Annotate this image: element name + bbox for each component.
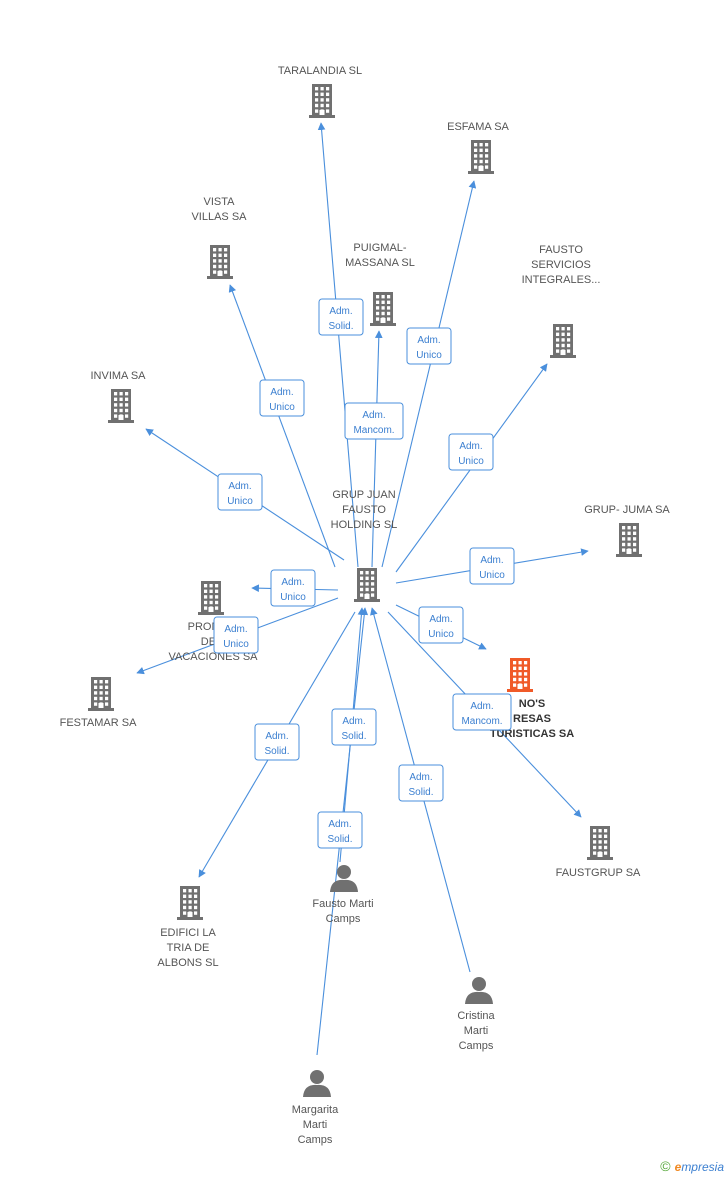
brand-name: mpresia (681, 1160, 724, 1174)
relation-edge-n0-n1 (317, 122, 359, 568)
node-label: INVIMA SA (90, 370, 146, 382)
relation-label-box[interactable]: Adm.Solid. (318, 298, 364, 336)
relation-label-text: Adm.Unico (416, 335, 442, 361)
relation-label-text: Adm.Unico (458, 441, 484, 467)
person-icon (330, 865, 358, 892)
relation-label-box[interactable]: Adm.Mancom. (452, 693, 512, 731)
relation-label-text: Adm.Solid. (264, 731, 289, 757)
relation-label-box[interactable]: Adm.Solid. (317, 811, 363, 849)
relation-edge-n0-n4 (371, 330, 383, 568)
relation-label-text: Adm.Solid. (408, 772, 433, 798)
building-icon (370, 292, 396, 326)
building-icon (309, 84, 335, 118)
relation-label-text: Adm.Solid. (327, 819, 352, 845)
brand-initial: e (674, 1160, 682, 1174)
node-company[interactable]: TARALANDIA SL (278, 65, 362, 118)
building-icon (587, 826, 613, 860)
node-label: TARALANDIA SL (278, 65, 362, 77)
relation-label-box[interactable]: Adm.Unico (469, 547, 515, 585)
relation-label-box[interactable]: Adm.Solid. (398, 764, 444, 802)
relation-label-text: Adm.Unico (227, 481, 253, 507)
relation-label-text: Adm.Mancom. (353, 410, 394, 436)
relation-label-text: Adm.Unico (428, 614, 454, 640)
building-icon (207, 245, 233, 279)
building-icon (550, 324, 576, 358)
relation-label-box[interactable]: Adm.Solid. (331, 708, 377, 746)
node-company[interactable]: ESFAMA SA (447, 121, 510, 174)
relation-edge-n0-n3 (228, 284, 336, 568)
relation-label-box[interactable]: Adm.Unico (259, 379, 305, 417)
building-icon (616, 523, 642, 557)
relation-label-text: Adm.Unico (479, 555, 505, 581)
person-icon (303, 1070, 331, 1097)
relation-label-text: Adm.Unico (223, 624, 249, 650)
node-company[interactable]: INVIMA SA (90, 370, 146, 423)
relation-labels: Adm.Solid.Adm.UnicoAdm.UnicoAdm.Mancom.A… (213, 298, 515, 849)
node-label: FAUSTGRUP SA (556, 867, 641, 879)
building-icon (507, 658, 533, 692)
relation-label-text: Adm.Unico (280, 577, 306, 603)
node-label: PUIGMAL-MASSANA SL (345, 242, 415, 269)
building-icon (108, 389, 134, 423)
relation-label-box[interactable]: Adm.Unico (406, 327, 452, 365)
empresia-watermark[interactable]: ©empresia (660, 1158, 724, 1174)
node-company[interactable]: FESTAMAR SA (60, 677, 137, 729)
relation-label-text: Adm.Unico (269, 387, 295, 413)
relation-label-text: Adm.Solid. (328, 306, 353, 332)
node-label: GRUP- JUMA SA (584, 504, 670, 516)
node-company[interactable]: PUIGMAL-MASSANA SL (345, 242, 415, 326)
building-icon (88, 677, 114, 711)
relation-label-box[interactable]: Adm.Unico (213, 616, 259, 654)
relation-label-box[interactable]: Adm.Unico (270, 569, 316, 607)
node-label: FESTAMAR SA (60, 717, 137, 729)
building-icon (354, 568, 380, 602)
building-icon (468, 140, 494, 174)
relation-label-box[interactable]: Adm.Unico (418, 606, 464, 644)
person-icon (465, 977, 493, 1004)
relation-edge-n0-n2 (381, 180, 477, 568)
node-company[interactable]: GRUP- JUMA SA (584, 504, 670, 557)
relation-label-box[interactable]: Adm.Solid. (254, 723, 300, 761)
building-icon (198, 581, 224, 615)
building-icon (177, 886, 203, 920)
relation-label-text: Adm.Solid. (341, 716, 366, 742)
relation-label-box[interactable]: Adm.Unico (448, 433, 494, 471)
node-label: ESFAMA SA (447, 121, 509, 133)
copyright-icon: © (660, 1158, 671, 1174)
relation-label-box[interactable]: Adm.Unico (217, 473, 263, 511)
relation-label-box[interactable]: Adm.Mancom. (344, 402, 404, 440)
relation-label-text: Adm.Mancom. (461, 701, 502, 727)
node-company[interactable]: FAUSTGRUP SA (556, 826, 641, 879)
